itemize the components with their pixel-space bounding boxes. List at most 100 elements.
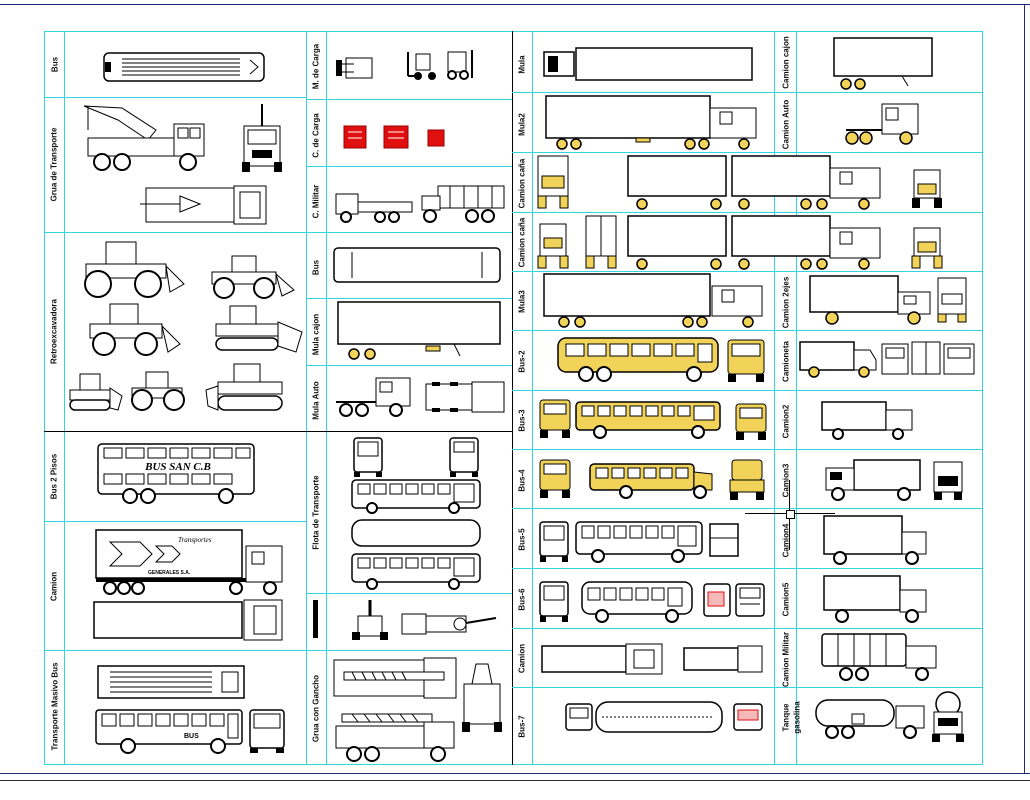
tow-truck-icon[interactable] <box>78 100 208 175</box>
trailer-truck-icon[interactable]: Transportes GENERALES S.A. <box>94 528 286 596</box>
school-bus-front-icon[interactable] <box>728 458 766 502</box>
scale-bar <box>313 600 318 638</box>
forklift-2-icon[interactable] <box>440 48 480 82</box>
cane-truck-front-3-icon[interactable] <box>536 214 570 270</box>
school-bus-icon[interactable] <box>588 460 718 500</box>
bus-rear-icon[interactable] <box>448 436 480 478</box>
bus-front-2-icon[interactable] <box>352 436 384 478</box>
grid-row <box>44 97 306 98</box>
grid-row <box>512 628 982 629</box>
tow-truck-front-icon[interactable] <box>238 100 286 175</box>
cane-truck-front-2-icon[interactable] <box>910 164 944 210</box>
bus-5-side-icon[interactable] <box>574 520 704 564</box>
camion-top-2-icon[interactable] <box>682 644 766 674</box>
crane-truck-side-icon[interactable] <box>332 704 458 766</box>
articulated-bus-side-icon[interactable]: BUS <box>94 708 244 754</box>
bus-6-front-2-icon[interactable] <box>734 582 766 622</box>
bus-5-front-icon[interactable] <box>538 520 570 564</box>
camion3-icon[interactable] <box>824 458 924 502</box>
wheel-loader-icon[interactable] <box>80 300 184 358</box>
bus-6-side-icon[interactable] <box>580 580 694 624</box>
bus-2-front-icon[interactable] <box>726 338 766 384</box>
fuel-tanker-front-icon[interactable] <box>928 690 968 744</box>
bus-2-side-icon[interactable] <box>556 336 722 384</box>
grid-row <box>512 687 982 688</box>
grid-mid-label-col-2 <box>326 431 327 765</box>
bus-4-front-icon[interactable] <box>538 458 572 500</box>
military-truck-icon[interactable] <box>334 186 414 226</box>
bus-3-rear-icon[interactable] <box>734 402 768 442</box>
coach-bus-icon[interactable] <box>350 478 484 514</box>
coach-bus-2-icon[interactable] <box>350 552 484 590</box>
bus-7-front-icon[interactable] <box>564 702 594 734</box>
grid-row <box>44 232 306 233</box>
bus-7-top-icon[interactable] <box>594 700 724 734</box>
small-dozer-icon[interactable] <box>66 370 124 414</box>
trailer-truck-top-icon[interactable] <box>92 598 286 642</box>
loader-icon[interactable] <box>66 236 188 300</box>
loader-3-icon[interactable] <box>124 368 196 412</box>
frame-right-line <box>1024 4 1025 774</box>
bus-5-rear-icon[interactable] <box>708 522 740 562</box>
camioneta-icon[interactable] <box>798 340 880 380</box>
cane-truck-icon[interactable] <box>624 154 886 212</box>
label-bus-3: Bus-3 <box>517 409 527 432</box>
tractor-truck-icon[interactable] <box>330 372 422 420</box>
cane-trailer-rear-icon[interactable] <box>584 214 618 270</box>
mula2-icon[interactable] <box>544 94 766 150</box>
bulldozer-2-icon[interactable] <box>204 360 300 416</box>
bus-7-rear-icon[interactable] <box>732 702 764 734</box>
tow-truck-top-icon[interactable] <box>140 184 270 226</box>
camion3-front-icon[interactable] <box>932 460 964 502</box>
tractor-truck-top-icon[interactable] <box>424 380 508 414</box>
crane-truck-front-icon[interactable] <box>460 660 504 734</box>
cane-truck-2-icon[interactable] <box>624 214 886 272</box>
camion4-icon[interactable] <box>820 514 930 566</box>
camioneta-views-icon[interactable] <box>880 340 980 380</box>
camion-auto-icon[interactable] <box>840 94 924 150</box>
crane-front-icon[interactable] <box>350 598 390 642</box>
box-trailer-icon[interactable] <box>334 300 504 362</box>
articulated-bus-top-icon[interactable] <box>96 664 246 702</box>
bulldozer-icon[interactable] <box>210 302 306 356</box>
cad-pick-box[interactable] <box>786 510 795 519</box>
bus-3-front-icon[interactable] <box>538 398 572 440</box>
grid-row <box>512 152 982 153</box>
loader-2-icon[interactable] <box>202 252 298 300</box>
bus-top-view-icon[interactable] <box>100 50 272 86</box>
forklift-top-icon[interactable] <box>334 56 378 80</box>
fuel-tanker-icon[interactable] <box>812 694 928 744</box>
camion2-icon[interactable] <box>820 400 916 442</box>
frame-top-line <box>0 4 1030 5</box>
camion-2ejes-front-icon[interactable] <box>936 276 968 324</box>
camion-top-icon[interactable] <box>540 642 666 676</box>
crane-truck-top-icon[interactable] <box>332 656 458 700</box>
camion5-icon[interactable] <box>820 574 930 626</box>
cane-truck-front-icon[interactable] <box>536 154 570 210</box>
bus-top-view-3-icon[interactable] <box>350 518 484 548</box>
military-truck-2-icon[interactable] <box>420 182 508 226</box>
grid-row <box>306 650 512 651</box>
camion-2ejes-icon[interactable] <box>806 274 934 326</box>
mula3-icon[interactable] <box>540 272 768 330</box>
crane-top-icon[interactable] <box>400 606 500 640</box>
camion-cajon-icon[interactable] <box>830 36 940 92</box>
camion-militar-icon[interactable] <box>818 632 942 684</box>
bus-6-front-icon[interactable] <box>538 580 570 624</box>
label-bus: Bus <box>50 56 60 73</box>
forklift-icon[interactable] <box>404 50 440 82</box>
frame-bottom-line <box>0 773 1030 774</box>
double-decker-bus-icon[interactable]: BUS SAN C.B <box>94 440 258 506</box>
bus-6-rear-icon[interactable] <box>702 582 732 622</box>
grid-row-black <box>44 431 512 432</box>
cargo-cart-icons[interactable] <box>342 124 454 152</box>
grid-left <box>44 31 45 765</box>
bus-3-side-icon[interactable] <box>574 400 724 440</box>
grid-row <box>44 521 306 522</box>
bus-top-view-2-icon[interactable] <box>332 246 502 286</box>
label-bus-2: Bus-2 <box>517 350 527 373</box>
cane-truck-front-4-icon[interactable] <box>910 222 944 270</box>
bus-front-icon[interactable] <box>248 708 286 754</box>
mula-top-icon[interactable] <box>542 46 754 82</box>
